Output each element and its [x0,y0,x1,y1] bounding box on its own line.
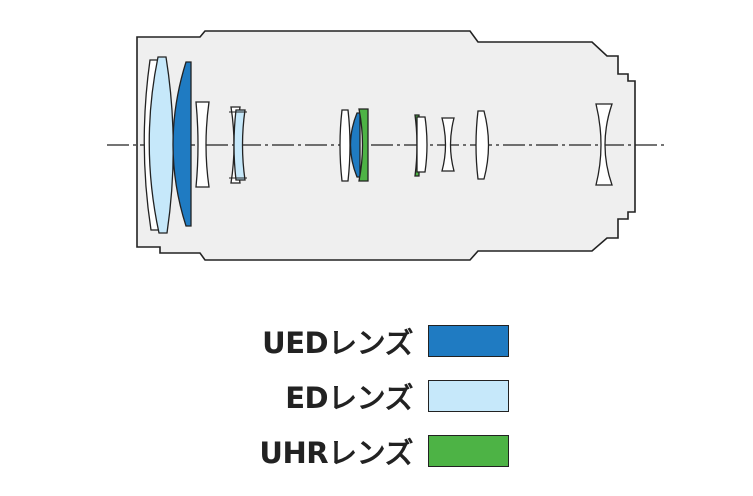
lens-element-plain [475,110,490,180]
legend-item-ued: UEDレンズ [0,324,753,360]
lens-element-ued [172,61,192,227]
lens-element-ued [349,112,361,178]
lens-element-plain [595,103,613,186]
lens-element-uhr [358,108,369,182]
legend-label-uhr: UHRレンズ [259,436,413,470]
lens-cross-section-diagram [107,30,667,261]
legend-swatch-uhr [428,435,509,467]
lens-element-plain [416,116,428,173]
legend-item-uhr: UHRレンズ [0,434,753,470]
lens-element-plain [195,101,210,188]
legend-item-ed: EDレンズ [0,379,753,415]
lens-element-ed [233,109,246,181]
lens-element-ed [148,56,174,234]
lens-element-plain [441,117,455,172]
legend-label-ed: EDレンズ [285,381,413,415]
legend-label-ued: UEDレンズ [262,326,413,360]
lens-element-plain [339,109,351,182]
legend-swatch-ed [428,380,509,412]
legend-swatch-ued [428,325,509,357]
